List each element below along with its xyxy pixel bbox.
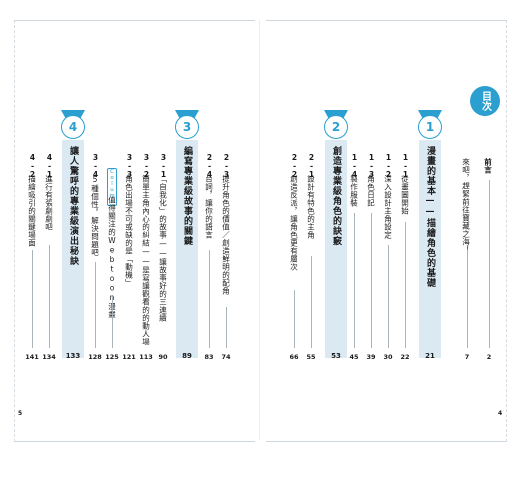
section-page: 74 [221,353,231,361]
preface-page: 2 [486,353,492,361]
chapter3-number: 3 [175,115,199,139]
section-label: 台詞，讓你的語言 [204,175,214,239]
right-page [266,20,507,442]
section-number: 3-4 [91,153,100,179]
section-label: 簡單主角內心的糾結——是寫讓觀看的的動人場景 [142,175,150,345]
section-page: 128 [88,353,102,361]
section-number: 2-1 [307,153,316,179]
section-number: 3-1 [159,153,168,179]
leader-line [405,222,406,348]
toc-label: 目次 [479,91,491,111]
leader-line [49,245,50,348]
leader-line [209,250,210,348]
toc-badge: 目次 [470,86,500,116]
chapter3-page: 89 [182,352,192,360]
section-page: 66 [289,353,299,361]
chapter3-title: 編寫專業級故事的關鍵 [182,146,192,246]
leader-line [226,307,227,348]
chapter1-page: 21 [425,352,435,360]
leader-line [112,296,113,348]
section-label: 提升角色的價值／創造鮮明的配角 [221,175,231,295]
section-label: 製作服裝 [349,175,359,207]
section-label: 進行有張劇劇吧 [44,175,54,231]
section-number: 4-1 [45,153,54,179]
folio-right: 4 [498,410,503,417]
page-gutter [259,20,260,440]
chapter2-page: 53 [331,352,341,360]
folio-left: 5 [18,410,23,417]
chapter1-band [419,140,441,358]
column-tag: Column [107,168,117,206]
section-page: 141 [25,353,39,361]
section-page: 45 [349,353,359,361]
section-label: 創造反派，讓角色更有層次 [289,175,299,271]
section-page: 134 [42,353,56,361]
foreword-page: 7 [464,353,470,361]
section-number: 2-2 [290,153,299,179]
section-label: 從畫圖開始 [400,175,410,215]
leader-line [388,245,389,348]
section-label: 5種個性，解決問題吧 [90,175,100,257]
section-page: 55 [306,353,316,361]
chapter1-title: 漫畫的基本——描繪角色的基礎 [425,146,435,288]
chapter2-band [325,140,347,358]
section-page: 83 [204,353,214,361]
section-label: 角色出場不可或缺的是「動機」 [125,175,133,287]
chapter4-number: 4 [61,115,85,139]
section-number: 3-2 [142,153,151,179]
section-number: 1-1 [401,153,410,179]
section-label: 描繪吸引的關鍵場面 [27,175,37,247]
leader-line [489,180,490,348]
leader-line [95,262,96,348]
section-number: 2-3 [222,153,231,179]
column-label: 值得關注的Webtoon漫畫 [107,196,117,319]
section-label: 設計有特色的主角 [306,175,316,239]
leader-line [371,213,372,348]
section-number: 4-2 [28,153,37,179]
preface-label: 前言 [483,158,493,174]
chapter4-title: 讓人驚呼的專業級演出秘訣 [68,146,78,266]
section-page: 121 [122,353,136,361]
section-page: 90 [158,353,168,361]
chapter3-band [176,140,198,358]
foreword-label: 來吧，趕緊前往寶藏之海！ [461,158,471,254]
leader-line [32,250,33,348]
chapter4-band [62,140,84,358]
section-number: 3-3 [125,153,134,179]
section-label: 角色日記 [366,175,376,207]
leader-line [294,290,295,348]
section-label: 「自我化」的故事——讓故事好的三連續 [159,175,167,322]
left-page [14,20,255,442]
section-page: 22 [400,353,410,361]
section-number: 1-4 [350,153,359,179]
chapter2-title: 創造專業級角色的訣竅 [331,146,341,246]
section-number: 2-4 [205,153,214,179]
leader-line [354,213,355,348]
section-page: 113 [139,353,153,361]
leader-line [311,256,312,348]
section-label: 深入設計主角設定 [383,175,393,239]
chapter1-number: 1 [418,115,442,139]
chapter2-number: 2 [324,115,348,139]
section-number: 1-3 [367,153,376,179]
chapter4-page: 133 [65,352,81,360]
column-page: 125 [105,353,119,361]
section-page: 39 [366,353,376,361]
section-number: 1-2 [384,153,393,179]
leader-line [467,250,468,348]
section-page: 30 [383,353,393,361]
